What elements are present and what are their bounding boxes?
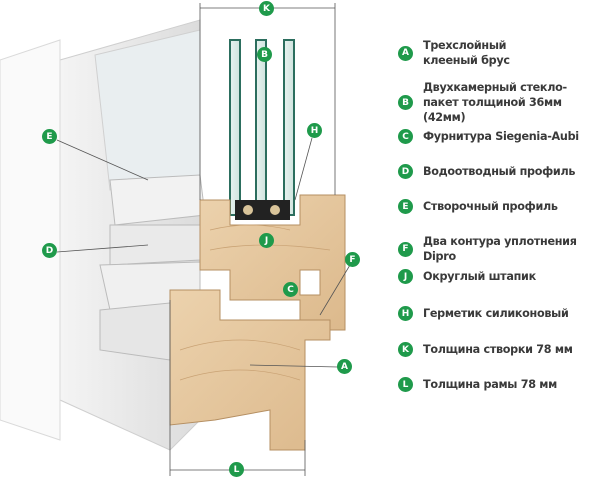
legend-marker: H — [398, 306, 413, 321]
hardware-channel — [299, 269, 321, 296]
legend-text: Два контура уплотнения Dipro — [423, 235, 577, 263]
sash-white-profile-lower — [109, 224, 201, 266]
legend-text: Толщина рамы 78 мм — [423, 378, 557, 391]
marker-a: A — [337, 359, 352, 374]
legend-text: Герметик силиконовый — [423, 307, 569, 320]
legend-item-f: F Два контура уплотнения Dipro — [398, 234, 600, 264]
legend-text: Водоотводный профиль — [423, 165, 576, 178]
window-cross-section-illustration — [0, 3, 351, 476]
marker-d: D — [42, 243, 57, 258]
spacer-desiccant — [243, 205, 253, 215]
legend-text: клееный брус — [423, 54, 510, 67]
wall-edge — [0, 39, 61, 441]
legend-text: Толщина створки 78 мм — [423, 343, 573, 356]
legend-marker: K — [398, 342, 413, 357]
glass-pane-2 — [255, 39, 267, 216]
legend-text: Округлый штапик — [423, 270, 536, 283]
legend-marker: J — [398, 269, 413, 284]
legend-item-d: D Водоотводный профиль — [398, 164, 575, 179]
glass-spacer — [235, 200, 290, 220]
marker-h: H — [307, 123, 322, 138]
marker-f: F — [345, 252, 360, 267]
sash-wood — [199, 194, 346, 331]
legend-text: Трехслойный — [423, 39, 507, 52]
legend-text-block: Трехслойный клееный брус — [423, 38, 510, 68]
legend-text: Двухкамерный стекло- — [423, 81, 567, 94]
glass-pane-1 — [229, 39, 241, 216]
legend-item-e: E Створочный профиль — [398, 199, 558, 214]
spacer-desiccant — [270, 205, 280, 215]
legend: A Трехслойный клееный брус B Двухкамерный… — [398, 0, 600, 480]
legend-item-a: A Трехслойный клееный брус — [398, 38, 510, 68]
legend-marker: L — [398, 377, 413, 392]
legend-marker: A — [398, 45, 413, 61]
legend-text-block: Двухкамерный стекло-пакет толщиной 36мм … — [423, 80, 600, 125]
legend-item-j: J Округлый штапик — [398, 269, 536, 284]
legend-text: Фурнитура Siegenia-Aubi — [423, 130, 579, 143]
marker-k: K — [259, 1, 274, 16]
marker-l: L — [229, 462, 244, 477]
marker-b: B — [257, 47, 272, 62]
legend-marker: B — [398, 95, 413, 110]
legend-marker: E — [398, 199, 413, 214]
dimension-lines — [169, 3, 336, 476]
legend-marker: F — [398, 241, 413, 257]
legend-item-b: B Двухкамерный стекло-пакет толщиной 36м… — [398, 80, 600, 125]
marker-c: C — [283, 282, 298, 297]
marker-j: J — [259, 233, 274, 248]
legend-marker: C — [398, 129, 413, 144]
leader-lines — [56, 137, 351, 368]
legend-item-c: C Фурнитура Siegenia-Aubi — [398, 129, 579, 144]
window-reveal — [94, 29, 201, 191]
glass-pane-3 — [283, 39, 295, 216]
marker-e: E — [42, 129, 57, 144]
legend-text: пакет толщиной 36мм (42мм) — [423, 96, 562, 124]
legend-item-l: L Толщина рамы 78 мм — [398, 377, 557, 392]
legend-item-k: K Толщина створки 78 мм — [398, 342, 573, 357]
legend-item-h: H Герметик силиконовый — [398, 306, 569, 321]
legend-marker: D — [398, 164, 413, 179]
legend-text: Створочный профиль — [423, 200, 558, 213]
